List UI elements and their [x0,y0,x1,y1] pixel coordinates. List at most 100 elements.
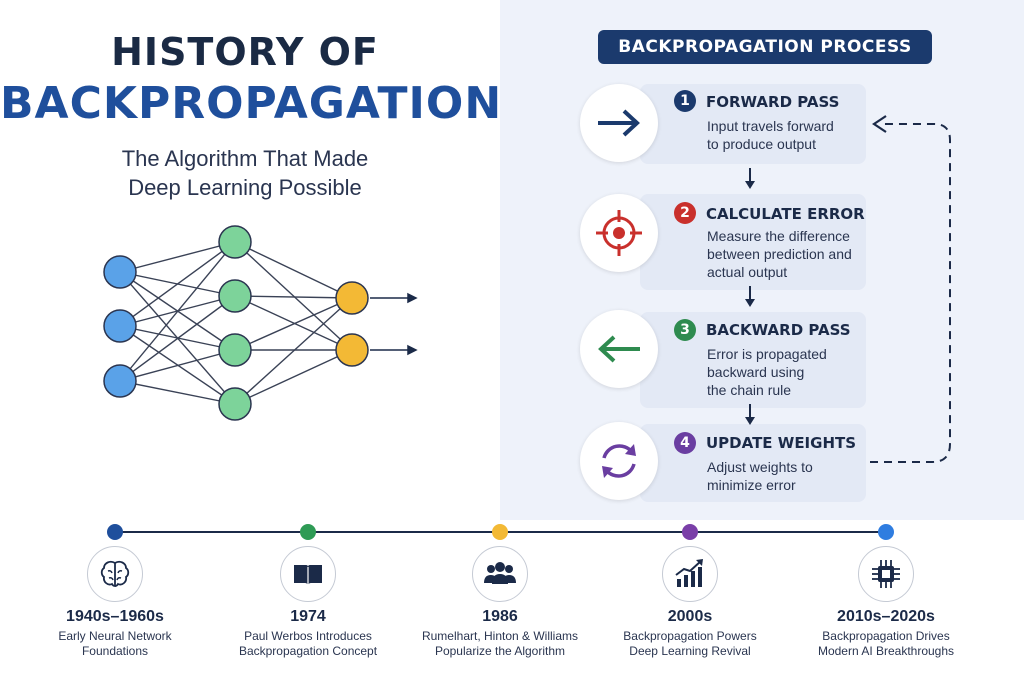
output-node [335,333,369,367]
network-edge [234,297,353,405]
timeline-description-line: Early Neural Network [58,629,172,643]
book-icon [294,565,322,585]
hidden-node [218,387,252,421]
step-description-line: Measure the difference [707,228,850,244]
output-node [335,281,369,315]
timeline-description-line: Popularize the Algorithm [434,644,566,658]
step-2-icon-circle [580,194,658,272]
brain-icon [100,560,130,587]
neural-network-diagram [103,225,418,421]
step-description-line: Adjust weights to [707,459,813,475]
timeline-description-line: Rumelhart, Hinton & Williams [421,629,579,643]
input-node [103,255,137,289]
network-nodes [103,225,369,421]
title-line-1: HISTORY OF [111,30,379,74]
step-description-line: backward using [707,364,805,380]
timeline-dot [878,524,894,540]
network-edge [119,349,236,382]
output-arrow-head [407,292,418,304]
network-edge [234,295,353,299]
step-description-line: to produce output [707,136,816,152]
timeline-description-line: Paul Werbos Introduces [244,629,372,643]
step-2-number-badge: 2 [674,202,696,224]
network-edge [119,380,236,405]
step-description-line: minimize error [707,477,796,493]
hidden-node [218,225,252,259]
step-3-number-badge: 3 [674,319,696,341]
timeline-description-line: Foundations [81,644,149,658]
timeline-description-line: Backpropagation Concept [238,644,378,658]
step-2-title: CALCULATE ERROR [706,205,865,223]
step-3-title: BACKWARD PASS [706,321,851,339]
process-header: BACKPROPAGATION PROCESS [598,30,932,64]
refresh-cycle-icon [602,444,636,478]
step-4-icon-circle [580,422,658,500]
timeline-dot [492,524,508,540]
input-node [103,364,137,398]
timeline-description: Early Neural Network Foundations [15,629,215,659]
hidden-node [218,333,252,367]
timeline-icon-circle [662,546,718,602]
timeline-description-line: Modern AI Breakthroughs [817,644,955,658]
down-arrow-icon [745,404,755,425]
network-edge [119,241,236,382]
growth-chart-icon [675,559,703,587]
timeline-icon-circle [87,546,143,602]
timeline-year: 1986 [482,608,518,625]
step-1-number-badge: 1 [674,90,696,112]
timeline-dot [107,524,123,540]
network-edges [119,241,353,405]
down-arrow-icon [745,168,755,189]
timeline-icon-circle [472,546,528,602]
timeline-description: Rumelhart, Hinton & Williams Popularize … [400,629,600,659]
network-edge [119,241,236,273]
step-description-line: actual output [707,264,788,280]
timeline-dot [682,524,698,540]
output-arrow-head [407,344,418,356]
crosshair-icon [596,210,642,256]
output-arrows [370,292,418,356]
down-arrow-icon [745,286,755,307]
step-description-line: Error is propagated [707,346,827,362]
network-edge [234,241,353,351]
step-4-number-badge: 4 [674,432,696,454]
network-edge [234,241,353,299]
timeline-year: 1940s–1960s [66,608,164,625]
timeline-description: Backpropagation Powers Deep Learning Rev… [590,629,790,659]
timeline-icon-circle [858,546,914,602]
network-edge [119,295,236,382]
subtitle: The Algorithm That Made Deep Learning Po… [0,144,490,202]
network-edge [234,295,353,351]
network-edge [119,241,236,327]
timeline-description: Backpropagation Drives Modern AI Breakth… [786,629,986,659]
timeline-description-line: Deep Learning Revival [629,644,751,658]
timeline-description: Paul Werbos Introduces Backpropagation C… [208,629,408,659]
left-arrow-icon [598,335,640,363]
step-description-line: Input travels forward [707,118,834,134]
step-1-description: Input travels forward to produce output [707,117,867,153]
people-icon [484,562,516,584]
step-2-description: Measure the difference between predictio… [707,227,867,281]
step-description-line: between prediction and [707,246,852,262]
step-4-description: Adjust weights to minimize error [707,458,867,494]
title-line-2: BACKPROPAGATION [0,78,503,129]
subtitle-line-2: Deep Learning Possible [128,175,362,200]
timeline-year: 1974 [290,608,326,625]
timeline-description-line: Backpropagation Drives [822,629,950,643]
timeline-year: 2000s [667,608,713,625]
loop-back-arrow [870,115,951,463]
timeline-icon-circle [280,546,336,602]
step-3-description: Error is propagated backward using the c… [707,345,867,399]
step-1-icon-circle [580,84,658,162]
timeline-dot [300,524,316,540]
network-edge [234,297,353,351]
chip-icon [872,560,900,588]
step-description-line: the chain rule [707,382,792,398]
right-arrow-icon [598,109,640,137]
input-node [103,309,137,343]
network-edge [234,349,353,405]
timeline-year: 2010s–2020s [837,608,935,625]
subtitle-line-1: The Algorithm That Made [121,146,369,171]
step-4-title: UPDATE WEIGHTS [706,434,857,452]
step-3-icon-circle [580,310,658,388]
